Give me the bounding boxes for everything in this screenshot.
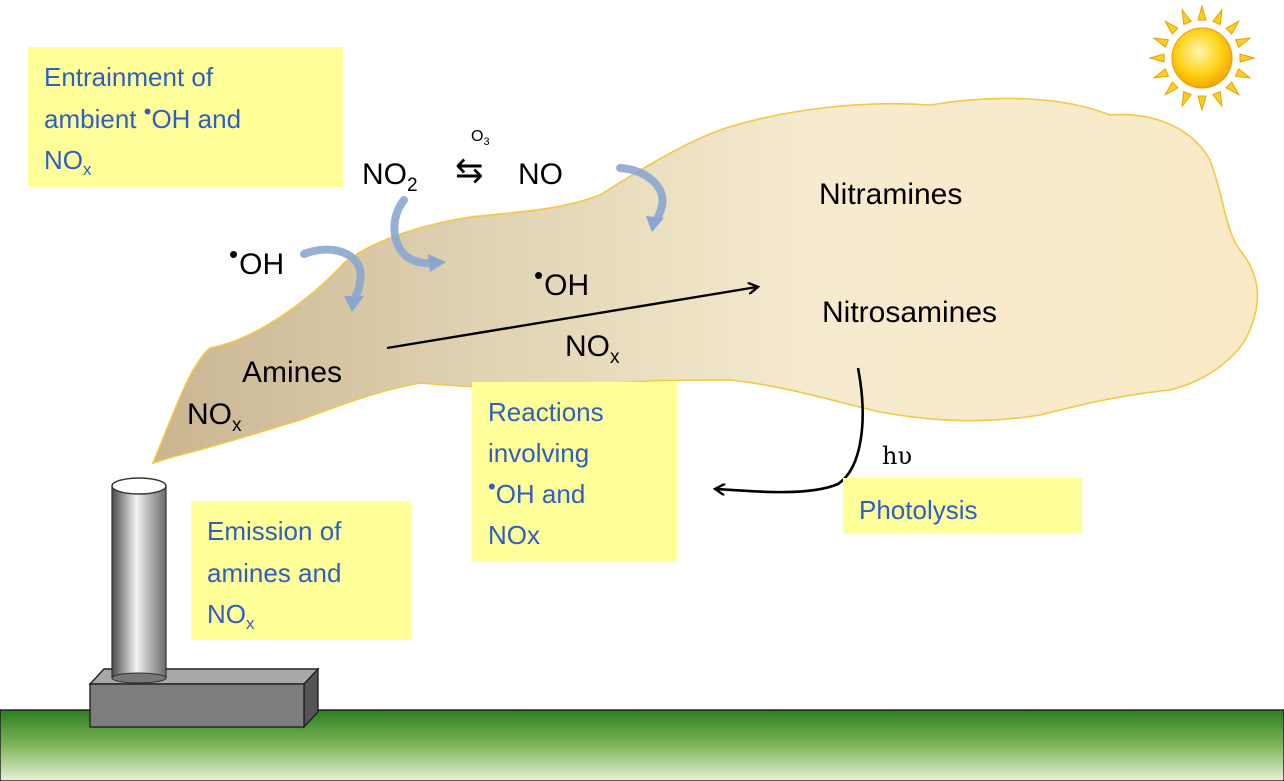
photolysis-arrow: [716, 367, 864, 492]
reaction-arrow: [386, 287, 757, 350]
note-reactions: Reactions involving •OH and NOx: [472, 382, 677, 562]
label-no2: NO2: [362, 158, 418, 196]
note-entrainment: Entrainment of ambient •OH and NOx: [28, 47, 343, 187]
radical-dot: •: [488, 474, 496, 500]
note-subscript: x: [83, 160, 92, 180]
note-line: Reactions: [488, 397, 604, 427]
note-photolysis: Photolysis: [843, 478, 1082, 534]
equilibrium-arrows: ⇆: [455, 152, 484, 190]
label-nitrosamines: Nitrosamines: [822, 296, 998, 329]
note-line: Photolysis: [859, 495, 978, 525]
label-o3: O3: [471, 128, 490, 148]
label-text: NO: [362, 158, 407, 191]
label-amines: Amines: [242, 356, 343, 389]
entrainment-arrow-oh: [300, 245, 365, 312]
note-text: NO: [207, 599, 246, 630]
note-line: amines and: [207, 557, 342, 588]
note-line: Entrainment of: [44, 62, 214, 92]
label-subscript: x: [610, 347, 620, 368]
radical-dot: •: [229, 239, 239, 269]
label-nitramines: Nitramines: [819, 178, 963, 211]
label-hv: hυ: [882, 442, 913, 470]
note-line: NOx: [207, 594, 395, 636]
note-text: ambient: [44, 103, 144, 134]
label-oh-center: •OH: [534, 262, 590, 302]
note-line: involving: [488, 438, 590, 469]
note-line: NOx: [44, 140, 327, 182]
label-nox-center: NOx: [565, 330, 620, 368]
label-subscript: x: [232, 415, 242, 436]
note-line: ambient •OH and: [44, 99, 327, 141]
note-emission: Emission of amines and NOx: [191, 501, 411, 640]
note-line: Emission of: [207, 516, 342, 546]
radical-dot: •: [534, 260, 544, 290]
label-subscript: 3: [483, 136, 490, 148]
label-text: OH: [544, 269, 590, 302]
note-subscript: x: [246, 614, 255, 634]
note-text: OH and: [495, 479, 586, 510]
label-oh-left: •OH: [229, 241, 285, 281]
entrainment-arrow-no2: [390, 196, 446, 272]
note-line: NOx: [488, 520, 540, 551]
note-line: •OH and: [488, 474, 661, 515]
label-text: NO: [565, 330, 610, 363]
radical-dot: •: [143, 98, 152, 124]
label-no: NO: [518, 158, 563, 191]
label-nox-left: NOx: [187, 398, 242, 436]
label-text: NO: [187, 398, 232, 431]
label-text: OH: [239, 248, 285, 281]
smokestack-icon: [111, 477, 167, 684]
sun-icon: [1148, 4, 1256, 112]
label-subscript: 2: [407, 175, 418, 196]
note-text: OH and: [151, 103, 242, 134]
label-text: O: [471, 128, 484, 145]
entrainment-arrow-no: [616, 164, 667, 232]
note-text: NO: [44, 145, 83, 176]
